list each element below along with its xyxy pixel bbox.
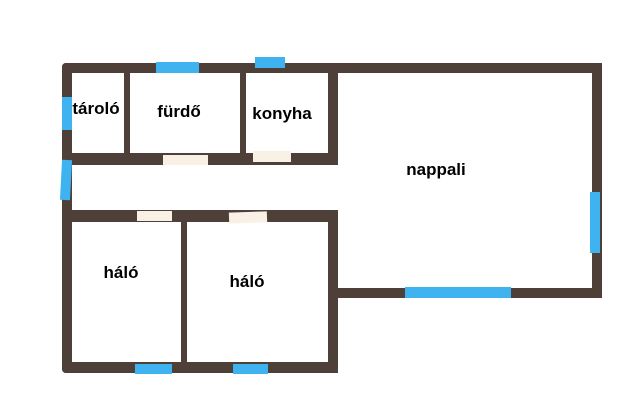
wall-right	[592, 63, 602, 298]
door	[228, 211, 268, 224]
window	[233, 364, 268, 374]
room-label-bathroom: fürdő	[157, 102, 201, 121]
door	[137, 211, 172, 221]
window	[255, 57, 285, 68]
room-label-kitchen: konyha	[252, 104, 312, 123]
room-label-bedroom: háló	[103, 263, 139, 282]
window	[405, 287, 511, 298]
window	[59, 159, 73, 201]
door	[253, 151, 291, 162]
wall-bottom	[62, 362, 338, 373]
wall-bath-kitchen	[240, 73, 246, 158]
window	[590, 192, 600, 253]
window	[156, 62, 199, 73]
room-label-living: nappali	[406, 160, 466, 179]
wall-bedroom-divider	[181, 222, 187, 364]
window	[135, 364, 172, 374]
wall-bedroom-right	[328, 210, 338, 373]
wall-storage-bath	[124, 73, 130, 158]
wall-kitchen-right	[328, 63, 338, 165]
room-label-bedroom: háló	[229, 272, 265, 291]
window	[62, 97, 72, 130]
room-label-storage: tároló	[72, 99, 120, 118]
wall-hall-bottom	[62, 210, 338, 222]
door	[163, 155, 208, 165]
